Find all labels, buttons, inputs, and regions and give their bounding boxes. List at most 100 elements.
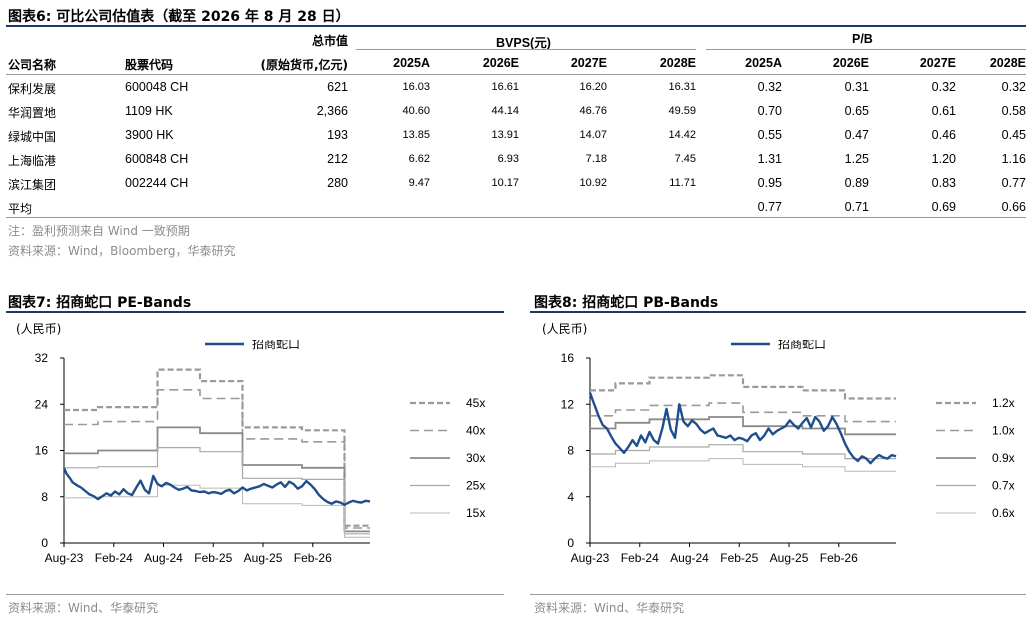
band-line [590,416,896,436]
legend-main-label: 招商蛇口 [252,340,300,351]
bvps-value: 14.07 [579,129,607,141]
y-tick-label: 24 [35,397,49,411]
stock-code: 600048 CH [125,80,189,94]
pb-value: 1.31 [757,152,782,166]
legend-main-label: 招商蛇口 [778,340,826,351]
chart7-ylabel: (人民币) [16,322,62,336]
legend-label: 15x [466,506,485,520]
x-tick-label: Aug-24 [670,551,709,565]
y-tick-label: 0 [41,536,48,550]
company-name: 上海临港 [8,154,57,168]
x-tick-label: Aug-23 [45,551,84,565]
pb-value: 0.32 [931,80,956,94]
header-marketcap-group: 总市值 [311,34,348,48]
bvps-value: 16.20 [579,81,607,93]
y-tick-label: 16 [561,351,575,365]
bvps-value: 6.62 [408,153,430,165]
market-cap: 212 [327,152,348,166]
bvps-value: 13.85 [402,129,430,141]
pb-value: 0.83 [931,176,956,190]
market-cap: 280 [327,176,348,190]
average-pb-value: 0.69 [931,200,956,214]
legend-label: 0.6x [992,506,1015,520]
header-company: 公司名称 [8,58,57,72]
legend-label: 0.7x [992,479,1015,493]
chart7-top-rule [6,311,504,313]
legend-label: 1.0x [992,424,1015,438]
legend-label: 45x [466,396,485,410]
header-bvps-0: 2025A [393,56,430,70]
legend-label: 0.9x [992,451,1015,465]
pb-value: 0.95 [757,176,782,190]
pb-value: 0.32 [1001,80,1026,94]
y-tick-label: 4 [567,490,574,504]
x-tick-label: Aug-25 [244,551,283,565]
company-name: 绿城中国 [8,130,57,144]
company-name: 华润置地 [8,106,57,120]
market-cap: 2,366 [316,104,348,118]
bvps-value: 40.60 [402,105,430,117]
pb-value: 0.77 [1001,176,1026,190]
main-series-line [588,392,897,465]
header-bvps-1: 2026E [482,56,519,70]
stock-code: 3900 HK [125,128,174,142]
legend-label: 40x [466,424,485,438]
pb-value: 0.58 [1001,104,1026,118]
average-pb-value: 0.77 [757,200,782,214]
stock-code: 600848 CH [125,152,189,166]
chart7-source: 资料来源：Wind、华泰研究 [8,601,159,615]
chart8-bottom-rule [530,594,1026,595]
x-tick-label: Aug-25 [770,551,809,565]
pb-group-rule [706,49,1026,50]
y-tick-label: 32 [35,351,49,365]
pb-value: 1.20 [931,152,956,166]
header-bvps-2: 2027E [570,56,607,70]
table-source: 资料来源：Wind，Bloomberg，华泰研究 [8,244,236,258]
stock-code: 002244 CH [125,176,189,190]
band-line [590,374,896,400]
bvps-value: 7.45 [674,153,696,165]
band-line [590,402,896,423]
pb-value: 1.16 [1001,152,1026,166]
band-line [64,368,370,527]
average-pb-value: 0.71 [844,200,869,214]
header-marketcap: (原始货币,亿元) [260,58,348,72]
x-tick-label: Aug-23 [571,551,610,565]
legend-label: 25x [466,479,485,493]
header-bvps-3: 2028E [659,56,696,70]
average-pb-value: 0.66 [1001,200,1026,214]
table-note: 注：盈利预测来自 Wind 一致预期 [8,224,190,238]
header-bvps-group: BVPS(元) [496,36,551,50]
x-tick-label: Feb-25 [720,551,758,565]
bvps-value: 9.47 [408,177,430,189]
bvps-value: 44.14 [491,105,519,117]
bvps-value: 16.61 [491,81,519,93]
bvps-group-rule [356,49,696,50]
header-pb-group: P/B [852,32,873,46]
bvps-value: 49.59 [668,105,696,117]
company-name: 滨江集团 [8,178,57,192]
legend-label: 1.2x [992,396,1015,410]
y-tick-label: 8 [41,490,48,504]
average-label: 平均 [8,202,33,216]
y-tick-label: 0 [567,536,574,550]
main-series-line [62,467,371,506]
x-tick-label: Feb-24 [621,551,659,565]
pb-value: 0.70 [757,104,782,118]
header-bottom-rule [6,74,1026,75]
pb-value: 0.47 [844,128,869,142]
bvps-value: 14.42 [668,129,696,141]
y-tick-label: 12 [561,397,575,411]
header-code: 股票代码 [125,58,174,72]
company-name: 保利发展 [8,82,57,96]
x-tick-label: Feb-26 [820,551,858,565]
x-tick-label: Feb-25 [194,551,232,565]
header-pb-2: 2027E [919,56,956,70]
band-line [64,426,370,533]
pb-value: 0.32 [757,80,782,94]
y-tick-label: 16 [35,444,49,458]
bvps-value: 16.03 [402,81,430,93]
bvps-value: 6.93 [497,153,519,165]
band-line [64,484,370,538]
chart8-ylabel: (人民币) [542,322,588,336]
